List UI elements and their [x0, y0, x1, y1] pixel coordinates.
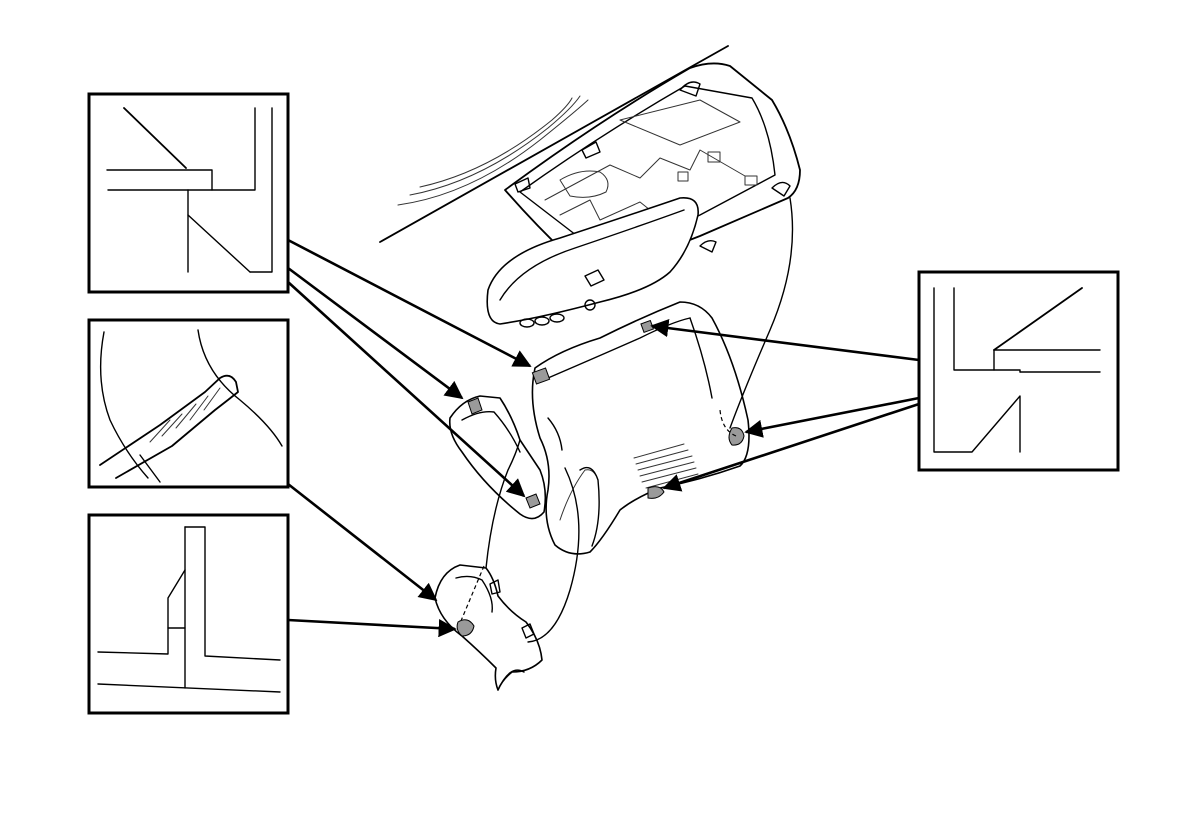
clip-upper-left	[531, 367, 551, 385]
leader-arrows	[287, 238, 920, 638]
clip-trim-top	[467, 397, 483, 415]
vent-grille	[633, 443, 699, 489]
clip-trim-bottom	[525, 493, 541, 509]
callout-box-a	[87, 92, 290, 294]
clip-upper-side	[728, 427, 745, 446]
clip-hook-detail-right-icon	[933, 287, 1101, 453]
callout-box-d	[917, 270, 1120, 472]
arrow-a-to-trim-bottom	[287, 281, 526, 498]
arrow-c-to-lower-clip	[287, 618, 457, 638]
upper-mirror-cover	[531, 301, 750, 555]
screwdriver-pry-icon	[99, 329, 283, 483]
arrow-a-to-upper-clip	[287, 238, 532, 368]
arrow-d-to-upper-right-clip	[650, 319, 920, 362]
arrow-a-to-trim-top	[287, 266, 464, 400]
arrow-d-to-bottom-clip	[662, 402, 920, 492]
clip-hook-detail-icon	[106, 107, 273, 273]
windshield-edge	[379, 45, 729, 243]
clip-lower-cover	[456, 619, 475, 637]
main-assembly	[379, 45, 801, 691]
clip-upper-bottom	[647, 486, 665, 499]
wiring-harness	[527, 197, 794, 643]
arrow-b-to-lower-cover	[287, 482, 438, 602]
snap-tab-detail-icon	[97, 526, 281, 693]
lower-mirror-cover	[434, 439, 543, 691]
arrow-d-to-side-clip	[744, 396, 920, 438]
roof-console-housing	[504, 62, 801, 273]
callout-box-c	[87, 513, 290, 715]
rearview-mirror	[486, 197, 699, 328]
callout-box-b	[87, 318, 290, 489]
